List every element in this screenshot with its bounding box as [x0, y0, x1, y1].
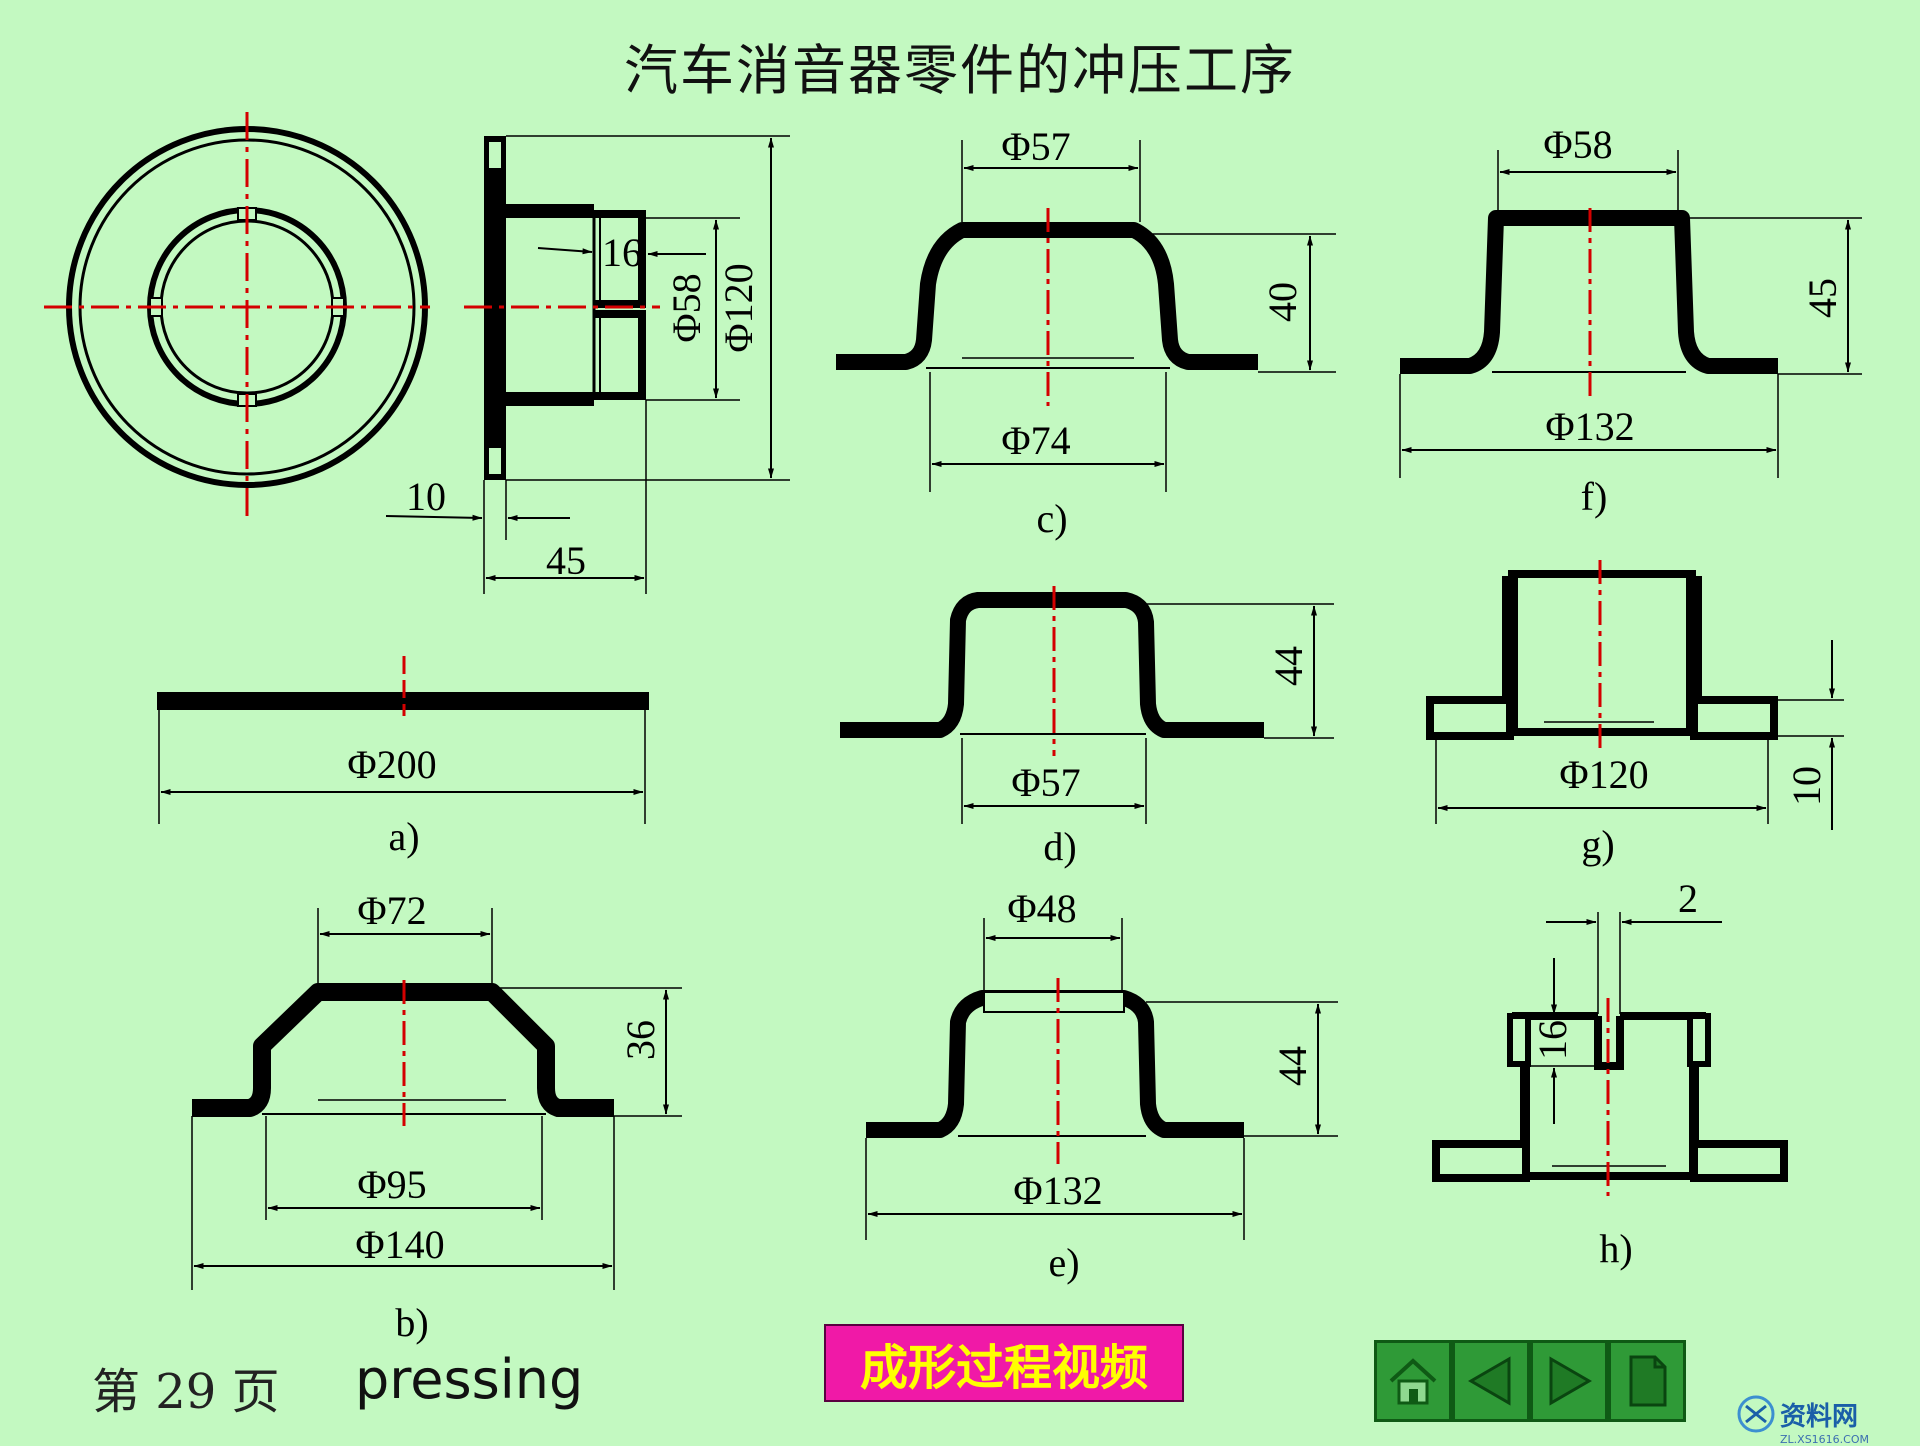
dim-d-44: 44 [1266, 646, 1311, 686]
label-g: g) [1581, 822, 1614, 867]
next-button[interactable] [1530, 1340, 1608, 1422]
page-title: 汽车消音器零件的冲压工序 [624, 39, 1296, 102]
view-e [865, 918, 1338, 1240]
dim-h-2: 2 [1678, 876, 1698, 921]
view-d [840, 586, 1334, 824]
watermark-logo-icon [1737, 1395, 1775, 1433]
page-icon [1629, 1355, 1667, 1407]
dim-a-phi200: Φ200 [347, 742, 436, 787]
dim-c-40: 40 [1260, 282, 1305, 322]
previous-button[interactable] [1452, 1340, 1530, 1422]
view-a-blank [157, 656, 649, 824]
subtitle-pressing: pressing [355, 1348, 584, 1411]
label-d: d) [1043, 824, 1076, 869]
label-b: b) [395, 1300, 428, 1345]
label-c: c) [1036, 496, 1067, 541]
dim-e-phi132: Φ132 [1013, 1168, 1102, 1213]
view-g [1426, 560, 1844, 830]
view-c [836, 140, 1336, 492]
home-icon [1389, 1358, 1437, 1405]
dim-c-phi74: Φ74 [1001, 418, 1070, 463]
navigation-bar [1374, 1340, 1686, 1422]
dim-c-phi57: Φ57 [1001, 124, 1070, 169]
forming-video-button[interactable]: 成形过程视频 [824, 1324, 1184, 1402]
watermark-text: 资料网 [1780, 1402, 1859, 1432]
view-h [1432, 912, 1788, 1196]
dim-f-phi58: Φ58 [1543, 122, 1612, 167]
dim-side-45: 45 [546, 538, 586, 583]
dim-g-phi120: Φ120 [1559, 752, 1648, 797]
label-a: a) [388, 814, 419, 859]
view-f [1399, 150, 1862, 478]
dim-side-phi120: Φ120 [716, 263, 761, 352]
dim-e-phi48: Φ48 [1007, 886, 1076, 931]
dim-b-36: 36 [618, 1020, 663, 1060]
dim-h-16: 16 [1530, 1020, 1575, 1060]
dim-f-45: 45 [1800, 278, 1845, 318]
prev-icon [1468, 1356, 1511, 1406]
label-h: h) [1599, 1226, 1632, 1271]
dim-g-10: 10 [1784, 766, 1829, 806]
label-e: e) [1048, 1240, 1079, 1285]
page-button[interactable] [1608, 1340, 1686, 1422]
dim-side-10: 10 [406, 474, 446, 519]
dim-b-phi140: Φ140 [355, 1222, 444, 1267]
page-number: 第 29 页 [92, 1364, 280, 1420]
dim-d-phi57: Φ57 [1011, 760, 1080, 805]
dim-b-phi95: Φ95 [357, 1162, 426, 1207]
label-f: f) [1581, 474, 1608, 519]
dim-b-phi72: Φ72 [357, 888, 426, 933]
next-icon [1549, 1356, 1592, 1406]
side-view [385, 135, 790, 594]
dim-side-16: 16 [602, 230, 642, 275]
view-b [191, 908, 682, 1290]
dim-side-phi58: Φ58 [664, 273, 709, 342]
watermark: 资料网 ZL.XS1616.COM [1780, 1396, 1869, 1446]
dim-e-44: 44 [1270, 1046, 1315, 1086]
front-view-rings [44, 112, 430, 522]
home-button[interactable] [1374, 1340, 1452, 1422]
dim-f-phi132: Φ132 [1545, 404, 1634, 449]
